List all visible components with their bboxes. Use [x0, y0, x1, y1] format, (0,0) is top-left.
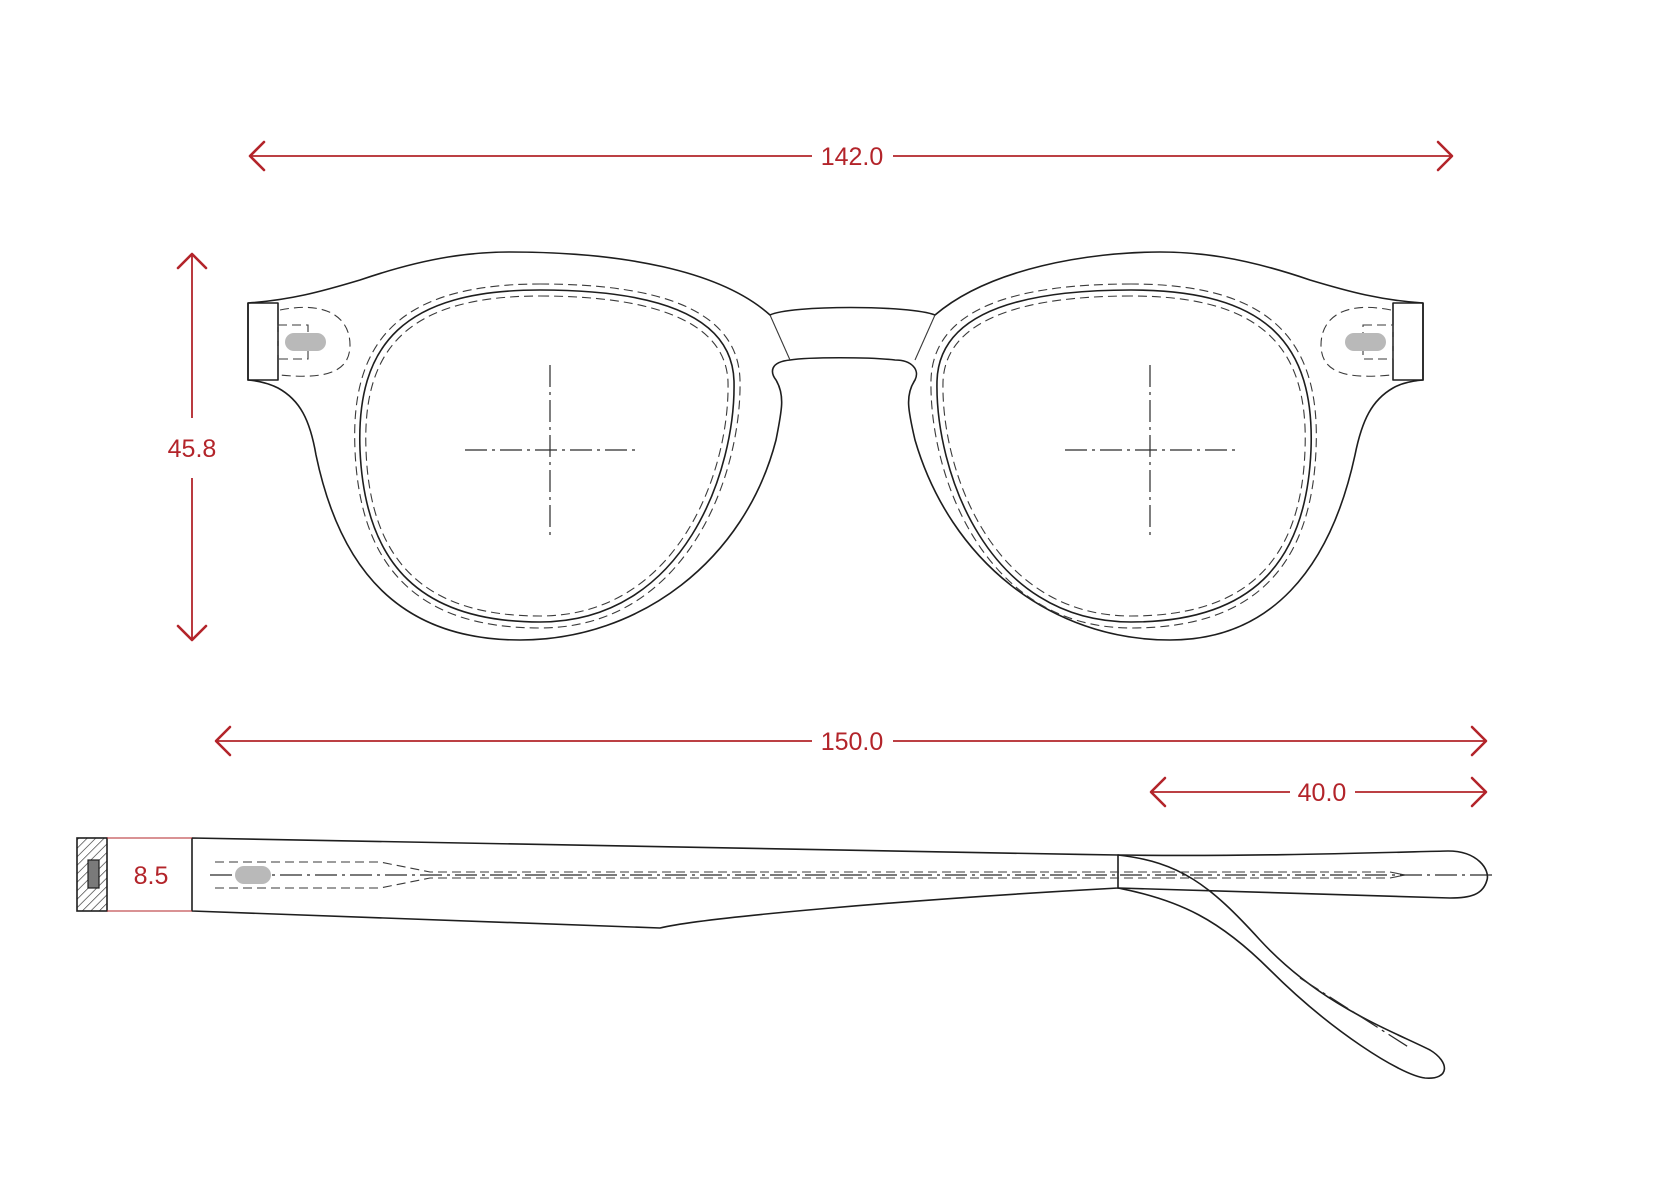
temple-bent-centerline	[1299, 977, 1411, 1049]
temple-core-dash-lower	[215, 877, 1390, 889]
left-end-piece	[247, 302, 279, 381]
temple-tip-bent	[1117, 854, 1446, 1079]
temple-side-view	[76, 837, 1495, 1079]
temple-tip-label: 40.0	[1298, 779, 1347, 807]
right-hinge-box	[1362, 324, 1394, 360]
dimension-lens-height: 45.8	[168, 252, 217, 642]
dimension-temple-length: 150.0	[214, 725, 1488, 757]
right-hinge-pocket	[1320, 306, 1392, 377]
bridge-left-edge	[769, 314, 791, 361]
left-lens-outline	[359, 289, 735, 623]
temple-arm	[191, 837, 1119, 929]
right-rivet	[1345, 333, 1386, 351]
left-rivet	[285, 333, 326, 351]
frame-outline	[247, 251, 1424, 641]
dimension-frame-width: 142.0	[248, 140, 1454, 172]
right-lens-outer-dash	[930, 283, 1317, 629]
right-lens-outline	[936, 289, 1312, 623]
lens-height-label: 45.8	[168, 435, 217, 463]
dimension-temple-thickness: 8.5	[134, 862, 169, 890]
hinge-section-core	[87, 859, 100, 889]
left-hinge-pocket	[279, 306, 351, 377]
dimension-temple-tip: 40.0	[1149, 776, 1488, 808]
temple-thickness-label: 8.5	[134, 862, 169, 890]
right-lens-inner-dash	[942, 295, 1306, 617]
bridge-right-edge	[914, 314, 936, 361]
left-lens-outer-dash	[354, 283, 741, 629]
frame-width-label: 142.0	[821, 143, 884, 171]
temple-tip	[1117, 850, 1489, 899]
temple-length-label: 150.0	[821, 728, 884, 756]
left-lens-inner-dash	[365, 295, 729, 617]
right-end-piece	[1392, 302, 1424, 381]
temple-rivet	[235, 866, 271, 884]
front-view	[247, 251, 1424, 641]
temple-core-dash	[215, 861, 1390, 873]
